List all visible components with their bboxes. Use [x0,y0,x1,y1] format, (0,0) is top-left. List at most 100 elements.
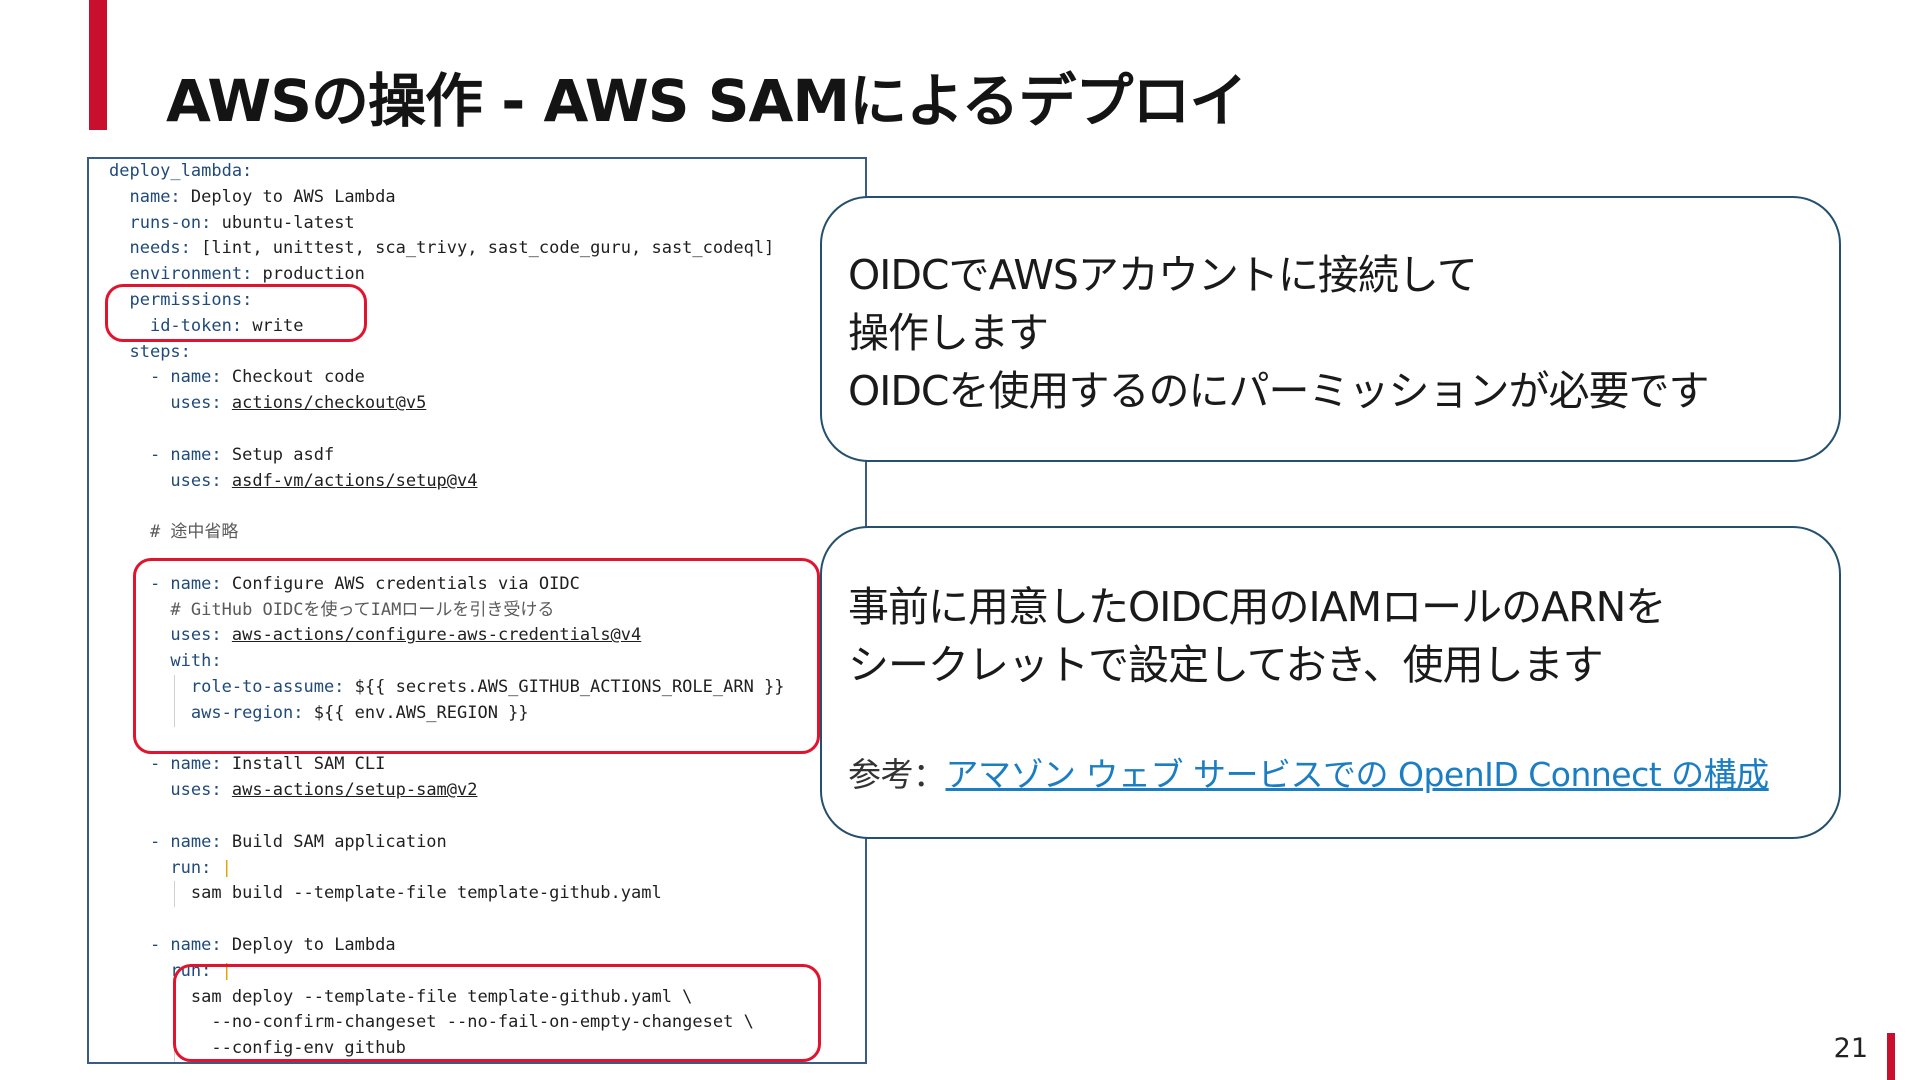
callout-line: 操作します [848,309,1049,357]
highlight-configure-credentials [133,558,820,754]
code-value: Checkout code [221,367,365,388]
code-value: Install SAM CLI [221,754,386,775]
code-line: environment: production [109,262,785,288]
code-value: Configure AWS credentials via OIDC [221,573,580,594]
code-value[interactable]: actions/checkout@v5 [231,393,427,414]
code-value: Setup asdf [221,444,335,465]
code-key: with: [170,651,222,672]
code-line: uses: aws-actions/setup-sam@v2 [109,778,785,804]
code-value: | [211,960,232,981]
indent-guide [174,881,176,908]
title-accent-bar [89,0,107,130]
code-key: uses: [170,393,222,414]
code-line: permissions: [109,288,785,314]
reference-link[interactable]: アマゾン ウェブ サービスでの OpenID Connect の構成 [945,755,1770,794]
code-key: # GitHub OIDCを使ってIAMロールを引き受ける [170,599,555,620]
code-line: needs: [lint, unittest, sca_trivy, sast_… [109,236,785,262]
page-number: 21 [1833,1033,1868,1064]
indent-guide [174,674,176,701]
code-line: uses: asdf-vm/actions/setup@v4 [109,469,785,495]
code-line: aws-region: ${{ env.AWS_REGION }} [109,700,785,727]
code-line: - name: Setup asdf [109,443,785,469]
code-key: uses: [170,470,222,491]
code-line: runs-on: ubuntu-latest [109,211,785,237]
code-value: ${{ env.AWS_REGION }} [303,702,529,723]
code-value: --config-env github [211,1038,406,1059]
code-value[interactable]: aws-actions/configure-aws-credentials@v4 [231,625,642,646]
callout-line: シークレットで設定しておき、使用します [848,641,1604,689]
code-value: production [252,264,365,285]
code-line [109,907,785,933]
code-value: Deploy to Lambda [221,934,396,955]
code-value[interactable]: aws-actions/setup-sam@v2 [231,780,478,801]
callout-oidc-permissions: OIDCでAWSアカウントに接続して 操作します OIDCを使用するのにパーミッ… [820,196,1841,462]
code-value: --no-confirm-changeset --no-fail-on-empt… [211,1012,754,1033]
code-key: - name: [149,934,222,955]
code-value[interactable]: asdf-vm/actions/setup@v4 [231,470,478,491]
callout-line: OIDCを使用するのにパーミッションが必要です [848,367,1710,415]
code-key: runs-on: [129,212,212,233]
code-value: ${{ secrets.AWS_GITHUB_ACTIONS_ROLE_ARN … [344,676,785,697]
code-line: name: Deploy to AWS Lambda [109,185,785,211]
highlight-permissions [105,284,367,342]
code-line: - name: Checkout code [109,365,785,391]
reference-prefix: 参考： [848,755,946,794]
code-key: # 途中省略 [149,522,239,543]
code-key: - name: [149,831,222,852]
highlight-sam-deploy [173,964,821,1062]
reference-line: 参考：アマゾン ウェブ サービスでの OpenID Connect の構成 [848,748,1769,796]
code-line: --no-confirm-changeset --no-fail-on-empt… [109,1010,785,1037]
code-line: role-to-assume: ${{ secrets.AWS_GITHUB_A… [109,674,785,701]
code-key: aws-region: [190,702,304,723]
code-key: id-token: [149,315,243,336]
code-value: ubuntu-latest [211,212,355,233]
code-key: uses: [170,780,222,801]
code-line: uses: actions/checkout@v5 [109,391,785,417]
code-line: sam deploy --template-file template-gith… [109,984,785,1011]
code-value: write [242,315,304,336]
code-line: sam build --template-file template-githu… [109,881,785,908]
corner-accent-bar [1887,1033,1895,1080]
indent-guide [174,700,176,727]
code-line: uses: aws-actions/configure-aws-credenti… [109,623,785,649]
code-value: sam deploy --template-file template-gith… [190,986,693,1007]
code-line: steps: [109,340,785,366]
code-line [109,417,785,443]
callout-arn-text: 事前に用意したOIDC用のIAMロールのARNを シークレットで設定しておき、使… [848,578,1666,694]
code-value: [lint, unittest, sca_trivy, sast_code_gu… [190,238,775,259]
code-key: uses: [170,625,222,646]
code-key: name: [129,186,181,207]
code-line: - name: Deploy to Lambda [109,933,785,959]
code-key: - name: [149,754,222,775]
code-line: - name: Install SAM CLI [109,752,785,778]
code-value: sam build --template-file template-githu… [190,883,662,904]
callout-oidc-text: OIDCでAWSアカウントに接続して 操作します OIDCを使用するのにパーミッ… [848,246,1710,420]
code-line [109,494,785,520]
code-value: Deploy to AWS Lambda [180,186,396,207]
code-line: --config-env github [109,1036,785,1062]
code-line: # GitHub OIDCを使ってIAMロールを引き受ける [109,598,785,624]
code-line: - name: Configure AWS credentials via OI… [109,572,785,598]
code-key: permissions: [129,289,253,310]
code-key: - name: [149,367,222,388]
code-key: environment: [129,264,253,285]
code-line: deploy_lambda: [109,159,785,185]
code-line [109,804,785,830]
slide-title: AWSの操作 - AWS SAMによるデプロイ [166,67,1247,135]
code-key: needs: [129,238,191,259]
code-line: # 途中省略 [109,520,785,546]
callout-line: OIDCでAWSアカウントに接続して [848,251,1478,299]
code-key: role-to-assume: [190,676,345,697]
code-key: steps: [129,341,191,362]
code-line: - name: Build SAM application [109,830,785,856]
code-value: | [211,857,232,878]
code-line: run: | [109,856,785,882]
code-key: run: [170,857,212,878]
code-screenshot-panel: deploy_lambda: name: Deploy to AWS Lambd… [87,157,867,1064]
code-line: id-token: write [109,314,785,340]
code-key: deploy_lambda: [109,161,253,181]
code-line: with: [109,649,785,675]
code-value: Build SAM application [221,831,447,852]
code-key: - name: [149,573,222,594]
callout-iam-role-arn: 事前に用意したOIDC用のIAMロールのARNを シークレットで設定しておき、使… [820,526,1841,839]
